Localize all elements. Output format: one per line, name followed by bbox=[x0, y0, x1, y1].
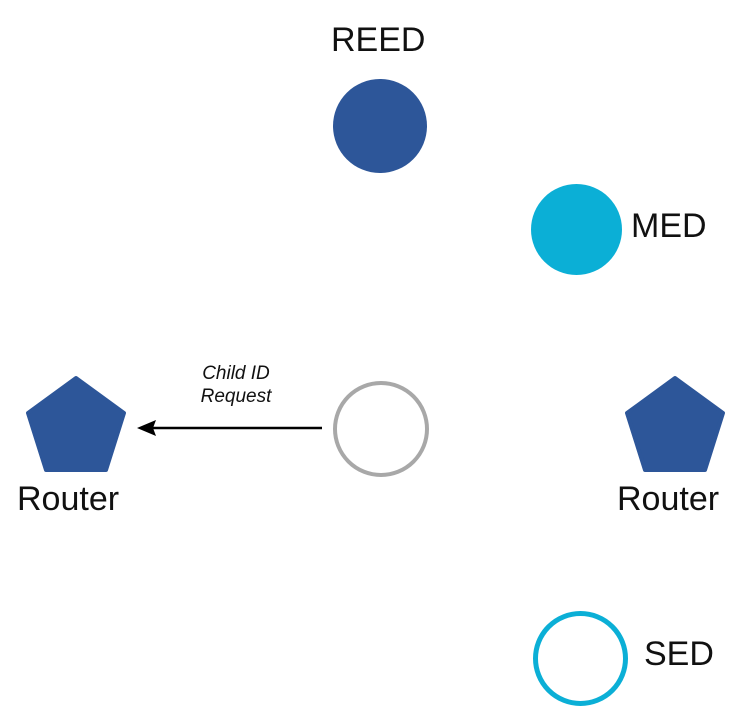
node-router-right-label: Router bbox=[617, 480, 720, 518]
parent-circle-icon[interactable] bbox=[333, 381, 429, 477]
reed-circle-icon[interactable] bbox=[333, 79, 427, 173]
arrow-head-icon bbox=[137, 420, 156, 436]
router-pentagon-icon[interactable] bbox=[26, 376, 126, 476]
node-router-left-label: Router bbox=[17, 480, 120, 518]
node-sed-label: SED bbox=[644, 635, 714, 673]
pentagon-shape bbox=[26, 376, 126, 472]
edge-child-id-request-arrow[interactable] bbox=[130, 404, 330, 454]
router-pentagon-icon[interactable] bbox=[625, 376, 725, 476]
med-circle-icon[interactable] bbox=[531, 184, 622, 275]
node-med-label: MED bbox=[631, 207, 707, 245]
edge-child-id-request-label: Child ID Request bbox=[160, 362, 312, 408]
edge-label-line-2: Request bbox=[200, 386, 272, 407]
edge-label-line-1: Child ID bbox=[202, 363, 270, 384]
pentagon-shape bbox=[625, 376, 725, 472]
sed-circle-icon[interactable] bbox=[533, 611, 628, 706]
node-reed-label: REED bbox=[331, 21, 426, 59]
